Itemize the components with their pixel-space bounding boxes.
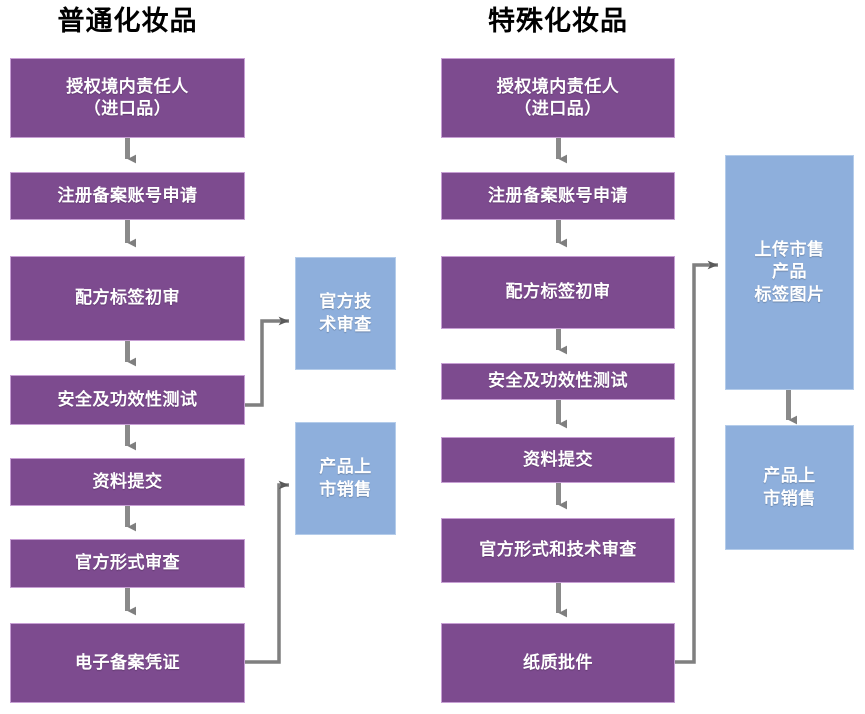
node-normal-official-form-review[interactable]: 官方形式审查: [10, 539, 245, 588]
node-normal-electronic-filing-certificate[interactable]: 电子备案凭证: [10, 623, 245, 703]
node-label-line1: 产品上: [763, 466, 816, 486]
node-label-line3: 标签图片: [754, 284, 825, 304]
node-label-line2: （进口品）: [514, 99, 602, 118]
connector-e-record-to-market-sale: [245, 480, 290, 664]
node-special-official-form-and-technical-review[interactable]: 官方形式和技术审查: [441, 518, 675, 583]
node-normal-safety-efficacy-test[interactable]: 安全及功效性测试: [10, 375, 245, 425]
node-special-register-account-application[interactable]: 注册备案账号申请: [441, 172, 675, 220]
node-normal-official-technical-review[interactable]: 官方技 术审查: [295, 257, 396, 370]
node-special-paper-approval-document[interactable]: 纸质批件: [441, 623, 675, 703]
node-special-product-market-sale[interactable]: 产品上 市销售: [725, 425, 854, 550]
connector-paper-approval-to-upload-label: [675, 260, 719, 664]
node-label-line2: （进口品）: [83, 99, 172, 118]
column-title-special-cosmetics: 特殊化妆品: [488, 6, 628, 36]
node-label-line2: 产品: [772, 262, 807, 282]
node-label-line1: 上传市售: [754, 239, 825, 259]
node-normal-formula-label-preliminary-review[interactable]: 配方标签初审: [10, 256, 245, 341]
node-normal-register-account-application[interactable]: 注册备案账号申请: [10, 172, 245, 220]
node-label-line2: 术审查: [319, 314, 372, 334]
node-label-line1: 官方技: [319, 292, 372, 312]
node-label: 纸质批件: [523, 652, 593, 672]
node-label: 官方形式审查: [75, 553, 180, 573]
column-title-normal-cosmetics: 普通化妆品: [57, 6, 198, 36]
node-label-line2: 市销售: [763, 488, 816, 508]
node-label-line2: 市销售: [319, 479, 372, 499]
node-special-formula-label-preliminary-review[interactable]: 配方标签初审: [441, 256, 675, 329]
connector-safety-test-to-official-review: [245, 316, 290, 407]
node-label-line1: 产品上: [319, 457, 372, 477]
node-label-line1: 授权境内责任人: [496, 76, 620, 96]
node-label: 电子备案凭证: [75, 652, 180, 672]
node-label-line1: 授权境内责任人: [66, 76, 189, 96]
node-special-document-submission[interactable]: 资料提交: [441, 437, 675, 483]
node-label: 官方形式和技术审查: [479, 540, 637, 560]
node-normal-authorized-domestic-responsible-person[interactable]: 授权境内责任人 （进口品）: [10, 58, 245, 138]
node-label: 配方标签初审: [505, 282, 611, 302]
node-normal-product-market-sale[interactable]: 产品上 市销售: [295, 422, 396, 535]
node-special-upload-market-product-label-image[interactable]: 上传市售 产品 标签图片: [725, 155, 854, 390]
node-label: 安全及功效性测试: [57, 389, 198, 409]
node-label: 注册备案账号申请: [57, 185, 198, 205]
node-label: 资料提交: [523, 449, 593, 469]
node-special-authorized-domestic-responsible-person[interactable]: 授权境内责任人 （进口品）: [441, 58, 675, 138]
node-label: 资料提交: [92, 471, 163, 491]
node-label: 安全及功效性测试: [488, 371, 628, 391]
node-label: 配方标签初审: [75, 288, 180, 308]
node-normal-document-submission[interactable]: 资料提交: [10, 458, 245, 506]
node-special-safety-efficacy-test[interactable]: 安全及功效性测试: [441, 363, 675, 400]
node-label: 注册备案账号申请: [488, 185, 628, 205]
